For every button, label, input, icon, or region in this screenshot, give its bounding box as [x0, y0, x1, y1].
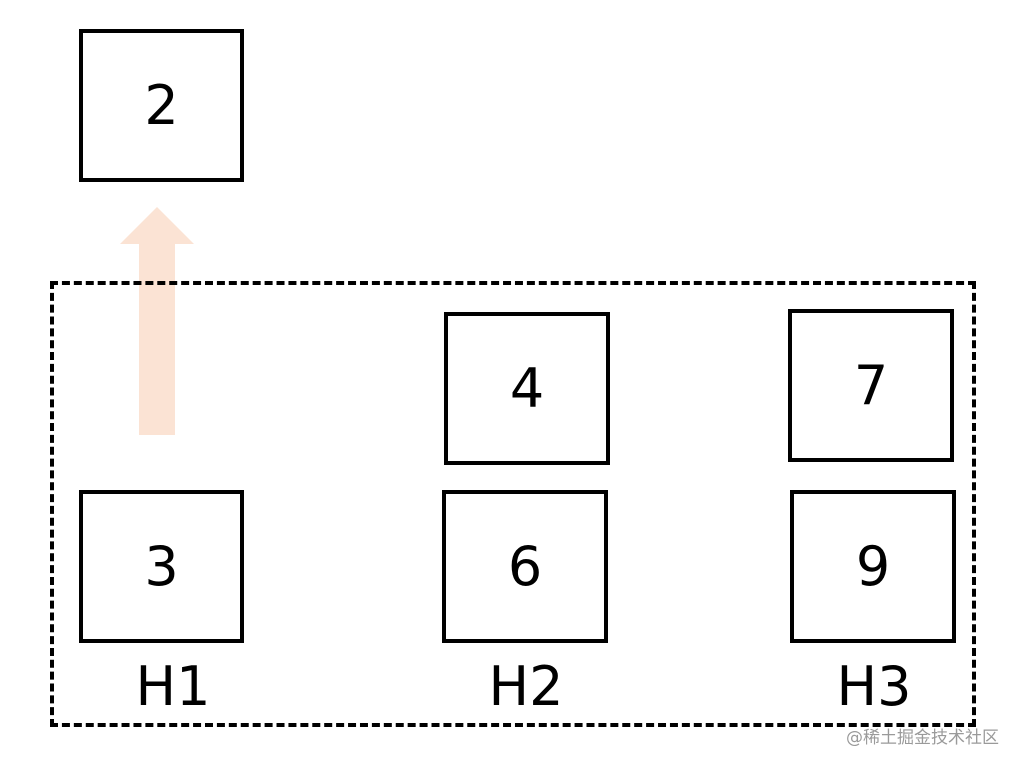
- box-6: 6: [442, 490, 608, 643]
- group-label-h2: H2: [488, 655, 564, 718]
- box-label: 3: [144, 535, 179, 598]
- box-label: 2: [144, 74, 179, 137]
- box-label: 4: [509, 357, 545, 420]
- box-4: 4: [444, 312, 610, 465]
- box-3: 3: [79, 490, 244, 643]
- group-label-h1: H1: [135, 655, 211, 718]
- box-9: 9: [790, 490, 956, 643]
- box-label: 6: [507, 535, 543, 598]
- box-label: 9: [855, 535, 891, 598]
- group-label-h3: H3: [836, 655, 912, 718]
- watermark-text: @稀土掘金技术社区: [846, 728, 999, 748]
- up-arrow-icon: [120, 207, 194, 435]
- box-7: 7: [788, 309, 954, 462]
- box-label: 7: [853, 354, 889, 417]
- box-2: 2: [79, 29, 244, 182]
- dashed-group-frame: [50, 281, 976, 727]
